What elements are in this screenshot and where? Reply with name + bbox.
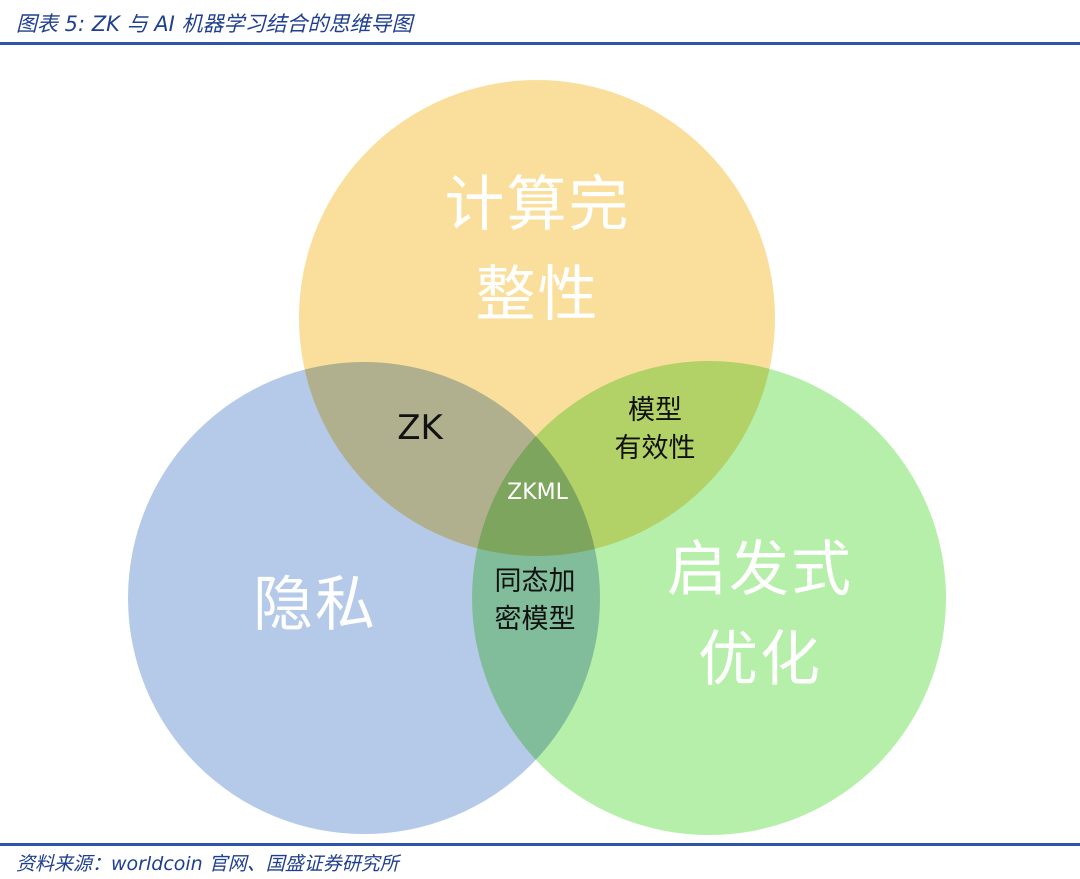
- circle-privacy: [128, 362, 600, 834]
- label-heuristic-optimization: 启发式 优化: [667, 535, 853, 695]
- title-divider: [0, 42, 1080, 45]
- source-note: 资料来源：worldcoin 官网、国盛证券研究所: [16, 853, 399, 875]
- label-computational-integrity: 计算完 整性: [444, 170, 631, 330]
- label-homomorphic-encryption: 同态加 密模型: [494, 566, 576, 635]
- label-zk: ZK: [397, 408, 443, 448]
- label-privacy: 隐私: [253, 570, 377, 640]
- figure-title: 图表 5: ZK 与 AI 机器学习结合的思维导图: [16, 12, 413, 36]
- label-model-validity: 模型 有效性: [614, 395, 696, 464]
- label-zkml: ZKML: [507, 480, 568, 505]
- source-divider: [0, 843, 1080, 846]
- circle-heuristic-optimization: [472, 361, 946, 835]
